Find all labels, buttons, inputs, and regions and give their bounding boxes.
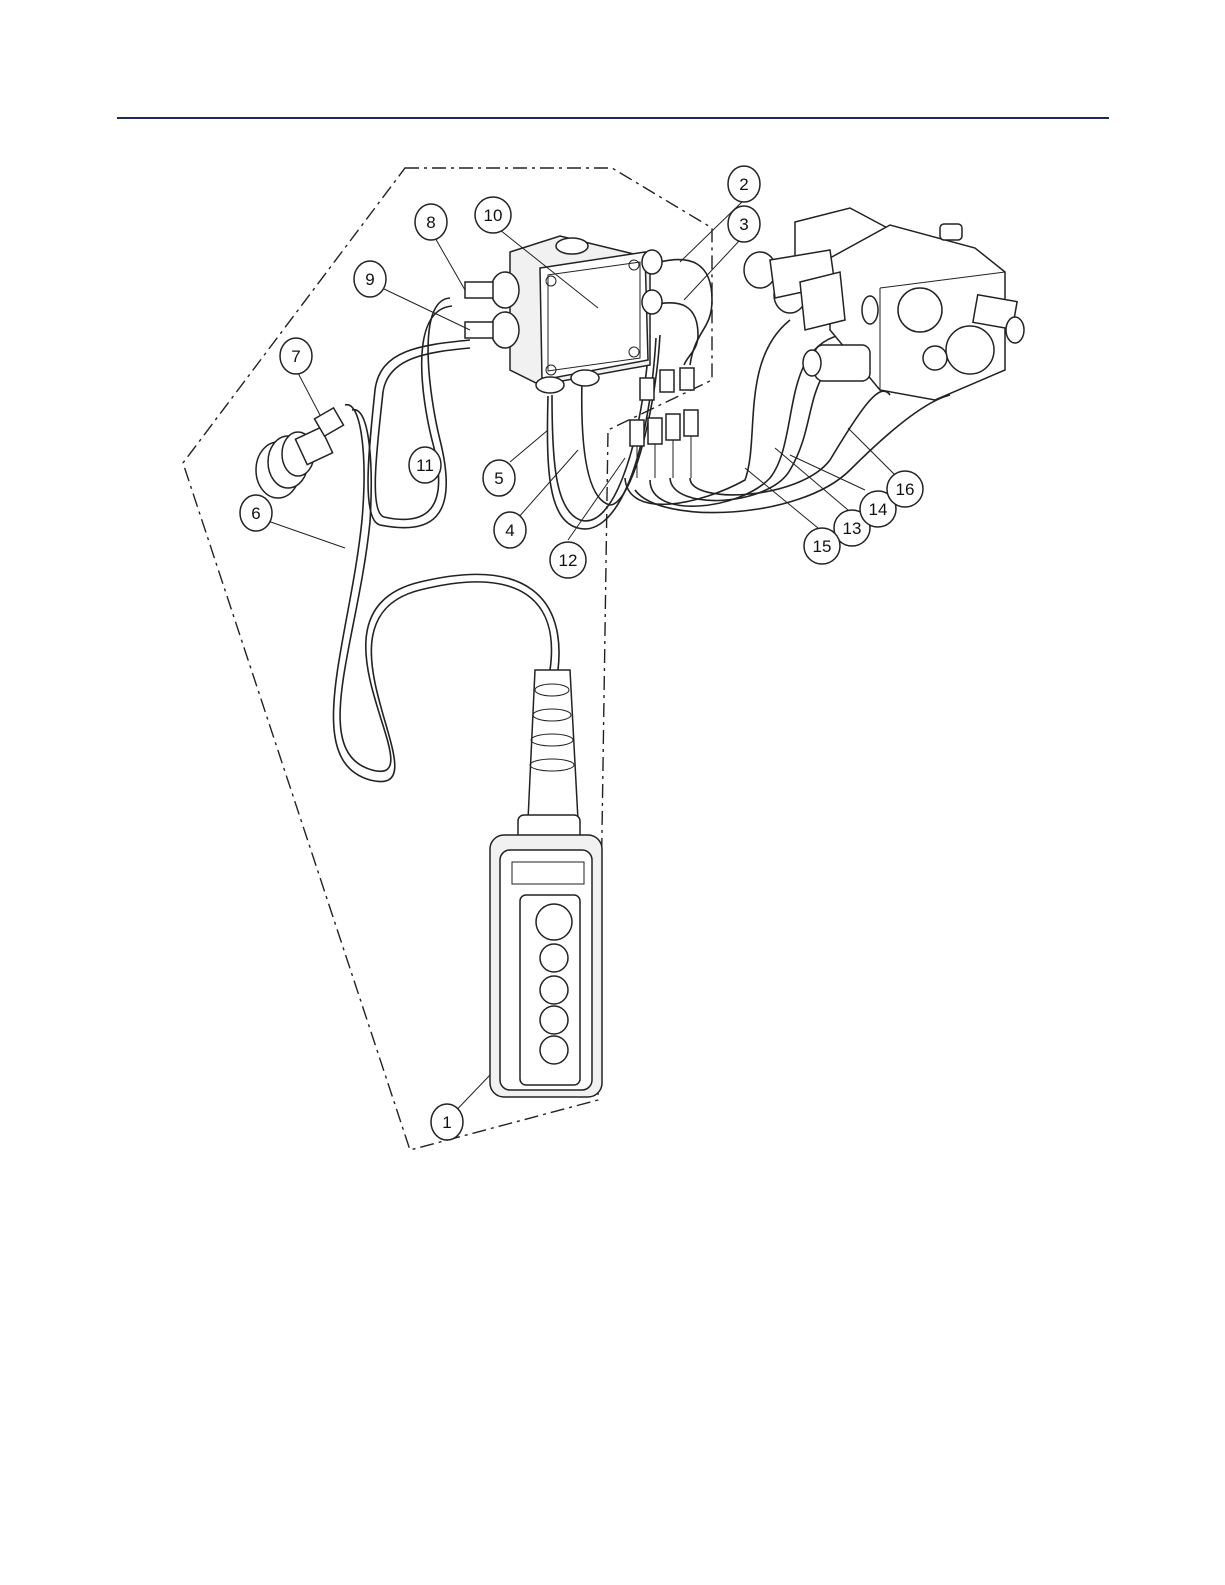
callout-10: 10 <box>475 197 511 233</box>
callout-3: 3 <box>728 206 760 242</box>
callout-4: 4 <box>494 512 526 548</box>
callout-16: 16 <box>887 471 923 507</box>
callout-7-label: 7 <box>291 347 300 366</box>
callout-5: 5 <box>483 460 515 496</box>
callout-9: 9 <box>354 261 386 297</box>
hydraulic-valve-block-icon <box>744 208 1024 400</box>
callout-8-label: 8 <box>426 213 435 232</box>
callout-14-label: 14 <box>869 500 888 519</box>
callout-6: 6 <box>240 495 272 531</box>
callout-11: 11 <box>409 447 441 483</box>
callout-10-label: 10 <box>484 206 503 225</box>
callout-15-label: 15 <box>813 537 832 556</box>
callout-4-label: 4 <box>505 521 514 540</box>
callout-8: 8 <box>415 204 447 240</box>
callout-6-label: 6 <box>251 504 260 523</box>
callout-12: 12 <box>550 542 586 578</box>
callout-1-label: 1 <box>442 1113 451 1132</box>
callout-9-label: 9 <box>365 270 374 289</box>
callout-2-label: 2 <box>739 175 748 194</box>
callout-7: 7 <box>280 338 312 374</box>
callout-13-label: 13 <box>843 519 862 538</box>
callout-2: 2 <box>728 166 760 202</box>
callout-15: 15 <box>804 528 840 564</box>
junction-box-icon <box>465 236 662 393</box>
callout-12-label: 12 <box>559 551 578 570</box>
callout-5-label: 5 <box>494 469 503 488</box>
callout-11-label: 11 <box>416 456 434 475</box>
round-connector-icon <box>256 408 344 498</box>
callout-1: 1 <box>431 1104 463 1140</box>
plug-connectors-icon <box>630 368 698 478</box>
pendant-control-icon <box>490 670 602 1097</box>
callout-16-label: 16 <box>896 480 915 499</box>
callout-3-label: 3 <box>739 215 748 234</box>
